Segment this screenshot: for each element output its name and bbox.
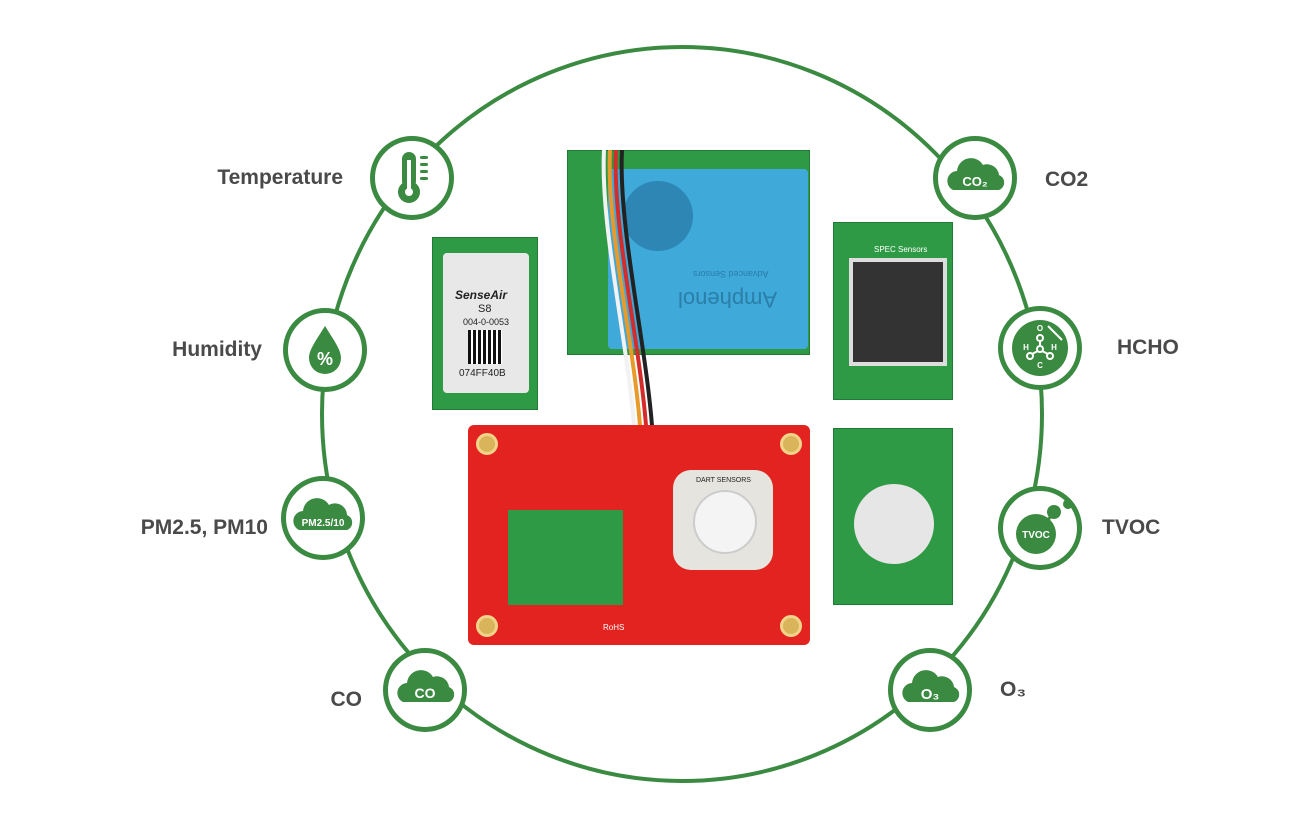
senseair-serial: 074FF40B [459, 368, 506, 379]
tvoc-label: TVOC [1102, 516, 1161, 539]
co-node: CO [383, 648, 467, 732]
main-red-board-image: DART SENSORS RoHS [468, 425, 810, 645]
rohs-mark: RoHS [603, 623, 625, 632]
cloud-icon: CO₂ [947, 158, 1005, 190]
co2-label: CO2 [1045, 168, 1089, 191]
temperature-node [370, 136, 454, 220]
o3-node: O₃ [888, 648, 972, 732]
senseair-brand: SenseAir [455, 288, 508, 302]
o3-label: O₃ [1000, 678, 1027, 701]
temperature-label: Temperature [217, 166, 343, 189]
svg-text:TVOC: TVOC [1022, 530, 1050, 541]
svg-text:CO: CO [415, 685, 436, 701]
svg-text:%: % [317, 349, 333, 369]
svg-text:O: O [1037, 324, 1043, 333]
amphenol-pm-sensor-image: Amphenol Advanced Sensors [567, 150, 810, 355]
senseair-s8-sensor-image: SenseAir S8 004-0-0053 074FF40B [432, 237, 538, 410]
thermometer-icon [398, 152, 428, 203]
molecule-bubble-icon: TVOC [1016, 499, 1072, 554]
co-label: CO [330, 688, 363, 711]
cloud-icon: CO [397, 670, 455, 702]
pm-label: PM2.5, PM10 [140, 516, 268, 539]
humidity-label: Humidity [172, 338, 262, 361]
hcho-label: HCHO [1117, 336, 1179, 359]
svg-text:O₃: O₃ [921, 686, 940, 703]
cloud-icon: PM2.5/10 [293, 498, 353, 530]
senseair-part: 004-0-0053 [463, 317, 510, 327]
spec-brand: SPEC Sensors [874, 245, 928, 254]
svg-text:CO₂: CO₂ [962, 174, 988, 189]
cloud-icon: O₃ [902, 670, 960, 703]
spec-hcho-sensor-image: SPEC Sensors [833, 222, 953, 400]
senseair-model: S8 [478, 303, 492, 315]
amphenol-brand: Amphenol [678, 287, 778, 312]
svg-text:C: C [1037, 361, 1043, 370]
amphenol-sub: Advanced Sensors [693, 269, 769, 279]
tvoc-node: TVOC [998, 486, 1082, 570]
svg-text:H: H [1023, 343, 1029, 352]
co2-node: CO₂ [933, 136, 1017, 220]
dart-sensor-label: DART SENSORS [696, 477, 751, 484]
pm-node: PM2.5/10 [281, 476, 365, 560]
svg-text:H: H [1051, 343, 1057, 352]
humidity-node: % [283, 308, 367, 392]
sensor-cable [601, 150, 655, 441]
water-drop-percent-icon: % [309, 326, 341, 374]
molecule-icon: O H HC [1012, 320, 1068, 376]
svg-text:PM2.5/10: PM2.5/10 [302, 518, 345, 529]
tvoc-sensor-image [833, 428, 953, 605]
